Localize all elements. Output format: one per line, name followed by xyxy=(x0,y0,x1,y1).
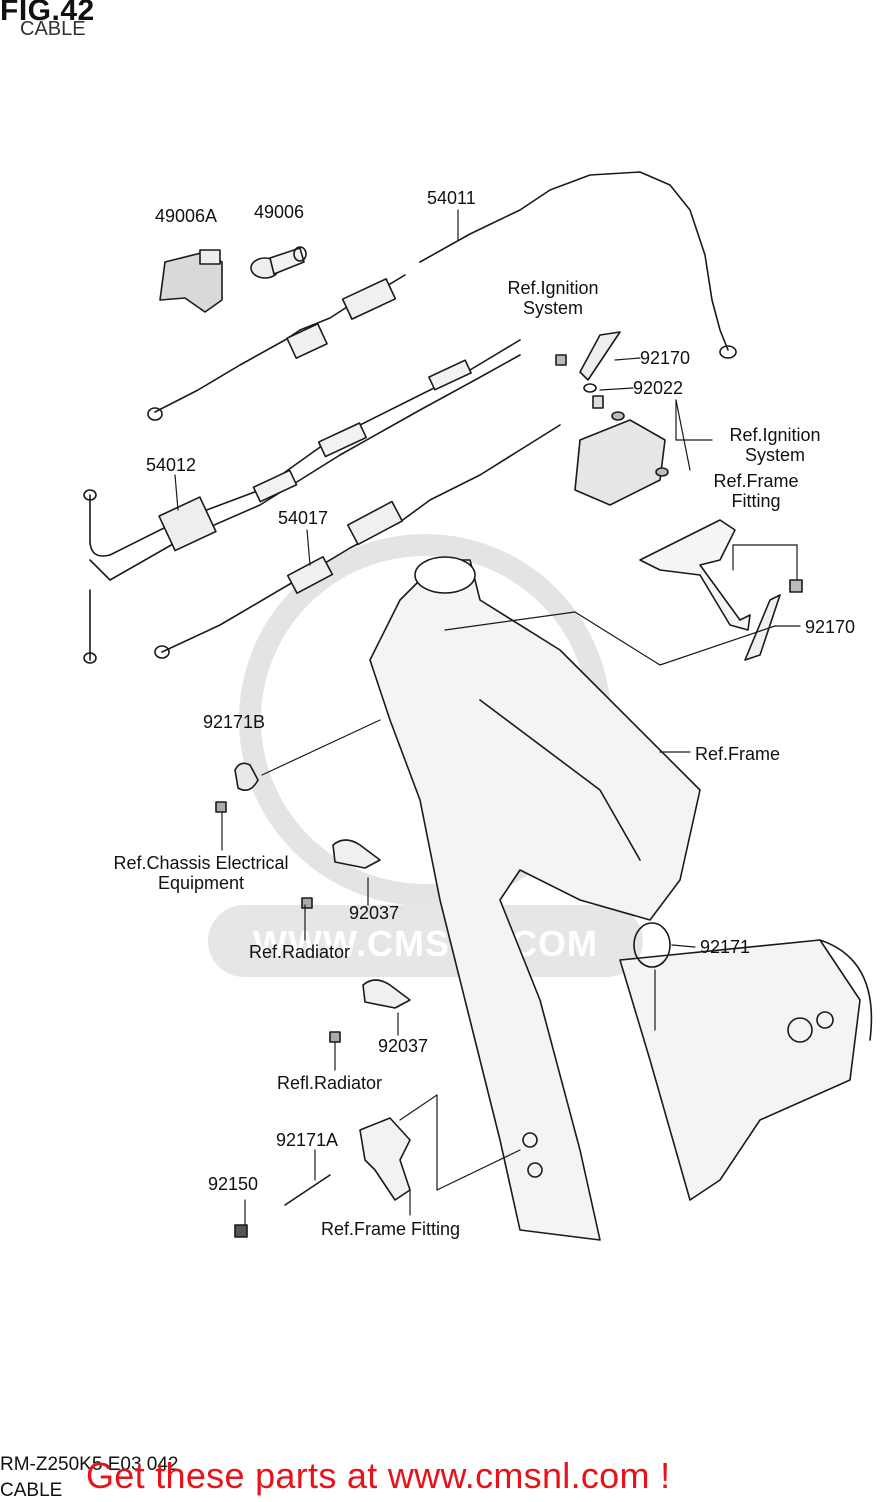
part-frame-fitting-bracket xyxy=(639,519,803,661)
callout-49006: 49006 xyxy=(254,202,305,222)
part-frame xyxy=(369,556,873,1241)
callout-54012: 54012 xyxy=(146,455,197,475)
callout-54017: 54017 xyxy=(278,508,329,528)
promo-link[interactable]: Get these parts at www.cmsnl.com ! xyxy=(86,1455,671,1496)
watermark-text: WWW.CMSNL.COM xyxy=(253,923,598,964)
part-54011-cable xyxy=(147,171,737,421)
callout-ref-frame: Ref.Frame xyxy=(695,744,781,764)
callout-ref-frame-fitting-1: Ref.Frame Fitting xyxy=(713,471,799,511)
part-54012-cable xyxy=(83,339,521,664)
callout-49006A: 49006A xyxy=(155,206,218,226)
callout-92171B: 92171B xyxy=(203,712,266,732)
part-ignition-box xyxy=(555,331,669,506)
callout-ref-radiator-2: Refl.Radiator xyxy=(277,1073,383,1093)
callout-92171A: 92171A xyxy=(276,1130,339,1150)
footer-subtitle: CABLE xyxy=(0,1480,63,1501)
leader-lines xyxy=(174,209,801,1226)
part-49006A xyxy=(159,249,223,313)
callout-ref-ignition-system-2: Ref.Ignition System xyxy=(729,425,821,465)
callout-ref-ignition-system-1: Ref.Ignition System xyxy=(507,278,599,318)
callout-92037-a: 92037 xyxy=(349,903,400,923)
watermark-badge: WWW.CMSNL.COM xyxy=(208,905,643,977)
figure-number: FIG.42 xyxy=(0,0,95,27)
callout-92037-b: 92037 xyxy=(378,1036,429,1056)
part-92171-clip xyxy=(633,922,671,968)
callout-92150: 92150 xyxy=(208,1174,259,1194)
callout-92170-mid: 92170 xyxy=(805,617,856,637)
callout-ref-chassis-electrical: Ref.Chassis Electrical Equipment xyxy=(113,853,289,893)
part-92171B xyxy=(215,762,259,813)
callout-92022: 92022 xyxy=(633,378,684,398)
part-92037-a xyxy=(301,839,381,909)
callout-54011: 54011 xyxy=(427,188,476,208)
model-code: RM-Z250K5 E03 042 xyxy=(0,1454,179,1475)
callout-ref-frame-fitting-2: Ref.Frame Fitting xyxy=(321,1219,461,1239)
part-49006 xyxy=(250,246,307,279)
callout-92171: 92171 xyxy=(700,937,751,957)
callout-ref-radiator-1: Ref.Radiator xyxy=(249,942,351,962)
part-92171A-plate xyxy=(234,1117,411,1238)
figure-title: CABLE xyxy=(20,18,86,40)
callout-92170-top: 92170 xyxy=(640,348,691,368)
part-54017-cable xyxy=(154,424,561,659)
